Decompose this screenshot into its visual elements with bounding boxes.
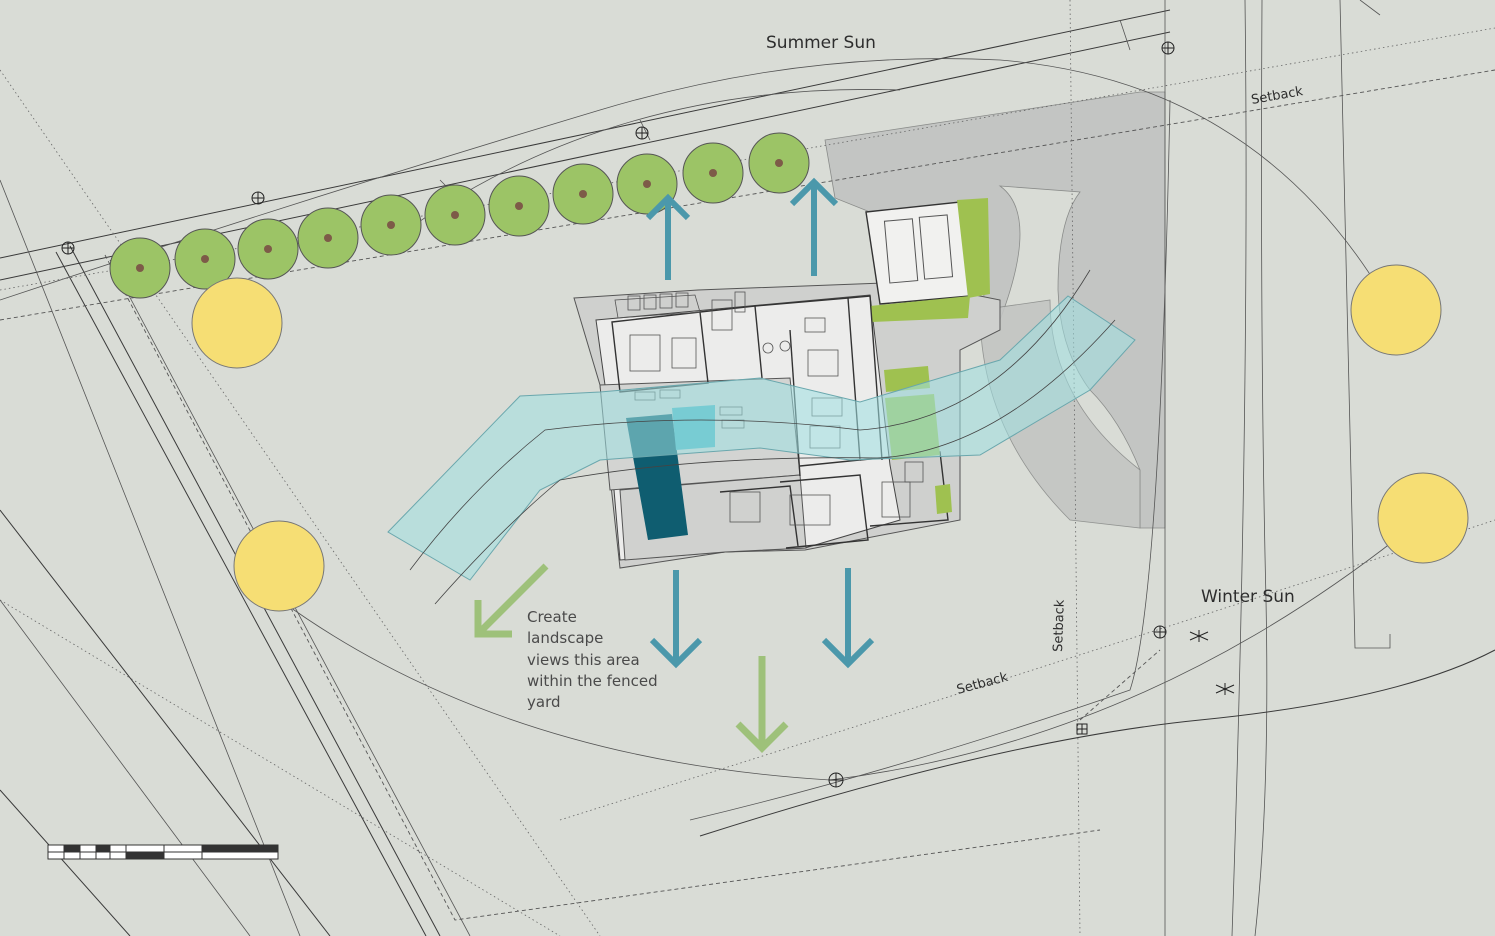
note-line: Create [527,608,577,626]
note-line: views this area [527,651,640,669]
north-arrow-icon [645,177,875,669]
tree-icon [237,218,299,280]
tree-icon [682,142,744,204]
tree-icon [616,153,678,215]
scale-bar [47,844,279,860]
setback-label-vertical: Setback [1051,599,1068,652]
tree-icon [552,163,614,225]
note-line: within the fenced [527,672,658,690]
tree-icon [174,228,236,290]
tree-icon [297,207,359,269]
note-line: yard [527,693,561,711]
landscape-note: Create landscape views this area within … [527,608,658,711]
note-line: landscape [527,629,603,647]
view-arrow-icon [474,563,789,753]
survey-marker-icon [61,41,1235,788]
tree-icon [488,175,550,237]
tree-icon [109,237,171,299]
sun-icon [191,264,1469,612]
winter-sun-label: Winter Sun [1201,587,1295,607]
tree-row [109,132,810,299]
view-corridor [387,269,1136,605]
tree-icon [424,184,486,246]
tree-icon [748,132,810,194]
tree-icon [360,194,422,256]
summer-sun-label: Summer Sun [766,33,876,53]
